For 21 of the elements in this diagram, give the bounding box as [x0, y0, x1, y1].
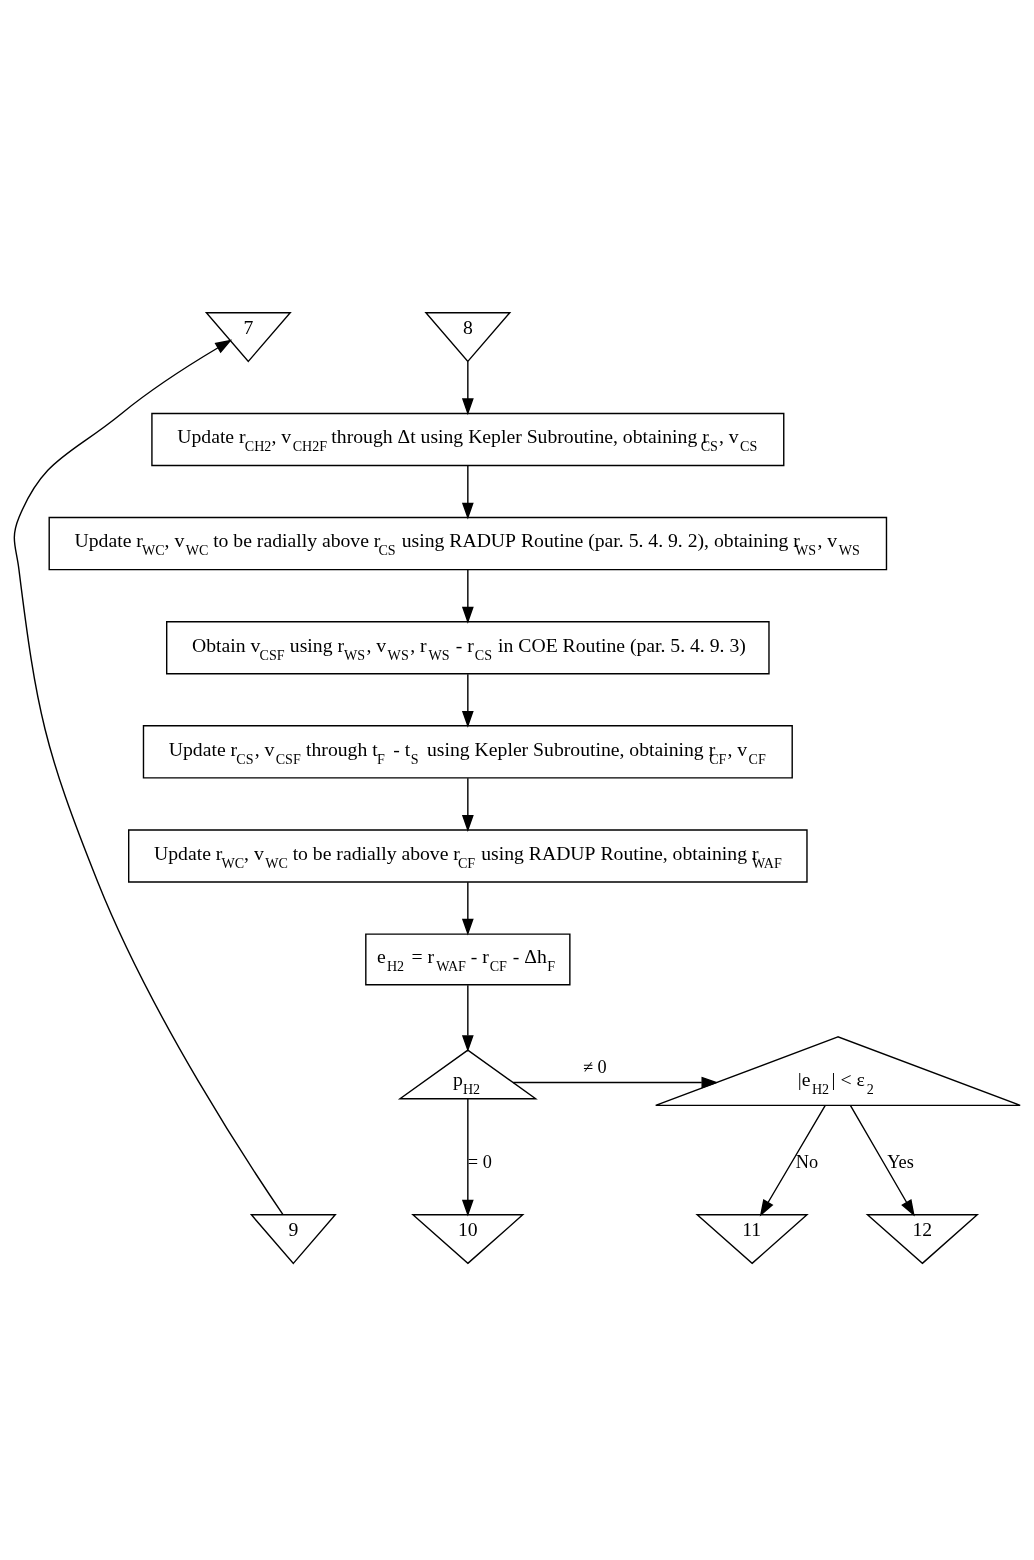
arrow — [461, 465, 474, 520]
node-box: Update r$_{CS}$, v$_{CSF}$ through t$_{F}$ - t$_{S}$ using Kepler Subroutine, obtaining r$_{CF}$, v$_{CF}$ — [142, 725, 793, 779]
node-box: Update r$_{WC}$, v$_{WC}$ to be radially above r$_{CS}$ using RADUP Routine (par. 5. 4. 9. 2), obtaining r$_{WS}$, v$_{WS}$ — [48, 516, 888, 571]
arrow — [461, 360, 474, 416]
node-box: e$_{H2}$ = r$_{WAF}$ - r$_{CF}$ - Δh$_{F}$ — [365, 933, 571, 986]
arrow — [461, 881, 474, 936]
edge-label: = 0 — [467, 1152, 492, 1173]
arrow — [849, 1104, 915, 1217]
arrow — [461, 569, 474, 624]
node-box: Update r$_{CH2}$, v$_{CH2F}$ through Δt using Kepler Subroutine, obtaining r$_{CS}$, v$_{CS}$ — [151, 412, 785, 467]
node-box: Obtain v$_{CSF}$ using r$_{WS}$, v$_{WS}$, r$_{WS}$ - r$_{CS}$ in COE Routine (par. 5. 4. 9. 3) — [166, 621, 770, 675]
arrow — [461, 1098, 474, 1217]
arrow — [461, 777, 474, 832]
arrow — [461, 673, 474, 728]
arrow — [461, 984, 474, 1053]
edge-label: ≠ 0 — [582, 1057, 607, 1078]
edge-label: No — [795, 1152, 819, 1173]
arrow — [512, 1076, 719, 1089]
arrow — [759, 1104, 826, 1217]
edge-label: Yes — [887, 1152, 914, 1173]
arrow — [13, 339, 284, 1216]
